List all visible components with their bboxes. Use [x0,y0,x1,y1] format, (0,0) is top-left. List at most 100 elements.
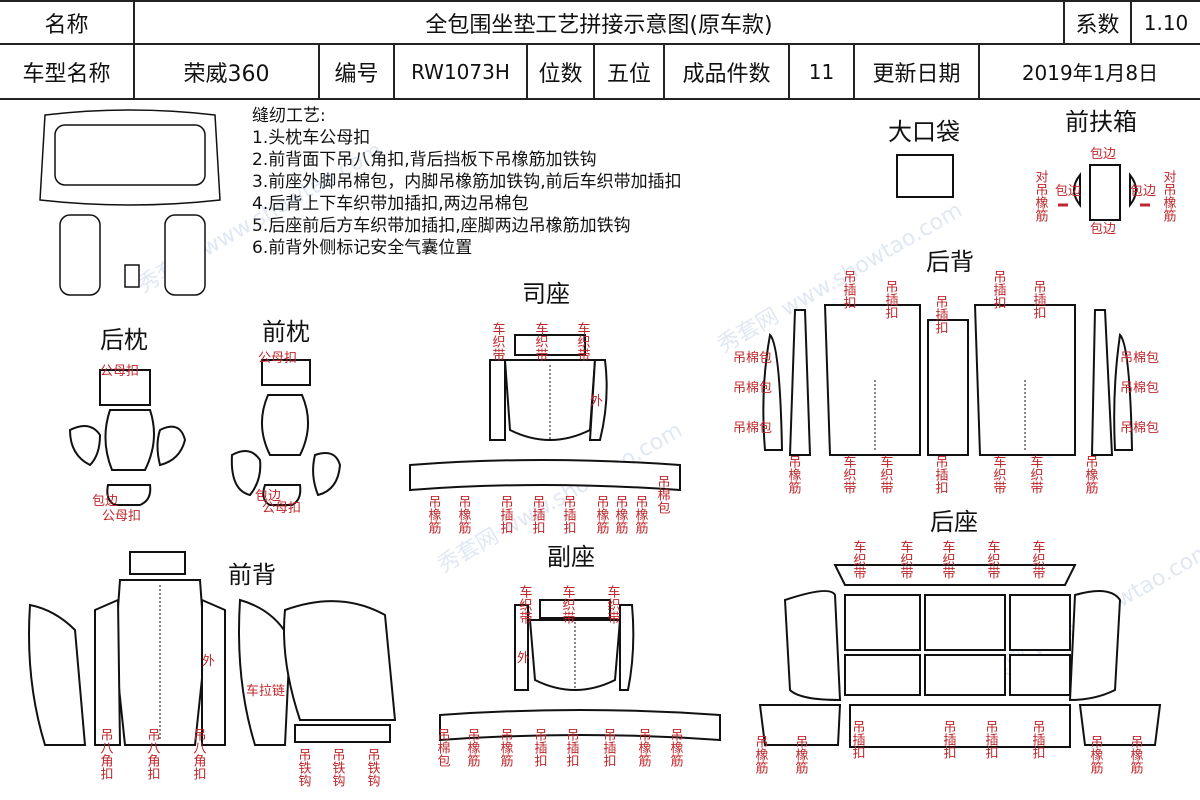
sewing-notes: 缝纫工艺: 1.头枕车公母扣 2.前背面下吊八角扣,背后挡板下吊橡筋加铁钩 3.… [252,105,682,259]
pattern-diagram: 后枕 前枕 司座 副座 前背 后背 后座 大口袋 前扶箱 包边 包边 包边 包边… [28,108,1177,787]
sewing-annotation: 吊棉包 [435,728,451,767]
pattern-piece [1068,590,1122,702]
sewing-annotation: 车织带 [1030,539,1046,579]
model-value: 荣威360 [135,45,320,98]
front-headrest-title: 前枕 [262,318,310,346]
sewing-annotation: 吊插扣 [530,495,546,534]
sewing-annotation: 吊橡筋 [1088,735,1104,774]
sewing-annotation: 吊橡筋 [786,455,802,494]
pattern-piece [312,452,342,497]
passenger-seat-title: 副座 [547,543,595,571]
date-value: 2019年1月8日 [1021,61,1159,85]
sewing-annotation: 车织带 [878,454,894,494]
rear-back-pieces: 吊插扣 吊插扣 吊插扣 吊插扣 吊插扣 吊棉包 吊棉包 吊棉包 吊棉包 吊棉包 … [733,270,1159,494]
pattern-piece [59,214,101,296]
front-headrest-pieces: 公母扣 包边 公母扣 [230,351,342,516]
pattern-piece [156,425,187,467]
passenger-seat-pieces: 车织带 车织带 车织带 外 吊棉包 吊橡筋 吊橡筋 吊插扣 吊插扣 吊插扣 吊橡… [435,584,721,767]
driver-seat-pieces: 车织带 车织带 车织带 外 吊橡筋 吊橡筋 吊插扣 吊插扣 吊插扣 吊橡筋 吊橡… [409,321,681,534]
sewing-annotation: 车织带 [841,454,857,494]
pattern-piece [823,304,921,456]
armrest-box-pieces: 包边 包边 包边 包边 对吊橡筋 对吊橡筋 [1033,147,1177,237]
sewing-annotation: 车织带 [560,584,576,624]
rear-headrest-title: 后枕 [100,326,148,354]
sewing-annotation: 车织带 [575,321,591,361]
date-label: 更新日期 [855,45,980,98]
sewing-annotation: 吊插扣 [601,728,617,767]
pattern-piece [539,599,611,619]
pattern-piece [762,332,784,451]
seat-overview [39,109,221,296]
header-row-2: 车型名称 荣威360 编号 RW1073H 位数 五位 成品件数 11 更新日期… [0,45,1200,100]
pattern-piece [94,598,122,746]
sewing-annotation: 吊橡筋 [636,728,652,767]
pattern-piece [514,604,529,691]
note-item: 4.后背上下车织带加插扣,两边吊棉包 [252,194,529,214]
sewing-annotation: 吊橡筋 [498,728,514,767]
pattern-piece [514,334,586,356]
pattern-piece [28,603,87,746]
sewing-annotation: 吊橡筋 [456,495,472,534]
pattern-piece [409,459,681,492]
pattern-piece [1129,172,1137,208]
note-item: 6.前背外侧标记安全气囊位置 [252,238,473,258]
sewing-annotation: 公母扣 [258,351,297,366]
pattern-piece [261,359,311,386]
sewing-annotation: 吊橡筋 [633,495,649,534]
sewing-annotation: 包边 [1090,222,1116,237]
sewing-annotation: 车织带 [898,539,914,579]
rear-seat-pieces: 车织带 车织带 车织带 车织带 车织带 吊橡筋 吊橡筋 吊插扣 吊插扣 吊插扣 … [753,539,1162,774]
sewing-annotation: 对吊橡筋 [1033,170,1049,222]
pattern-piece [927,319,969,456]
sewing-annotation: 吊插扣 [564,728,580,767]
sewing-annotation: 吊插扣 [850,720,866,759]
sewing-annotation: 车织带 [985,539,1001,579]
sewing-annotation: 吊棉包 [655,475,671,514]
sewing-annotation: 吊插扣 [561,495,577,534]
pattern-piece [106,484,152,506]
pieces-label: 成品件数 [665,45,790,98]
pattern-piece [439,709,721,742]
sewing-annotation: 车织带 [605,584,621,624]
pattern-piece [758,704,842,746]
note-item: 5.后座前后方车织带加插扣,座脚两边吊橡筋加铁钩 [252,216,631,236]
front-back-pieces: 外 车拉链 吊八角扣 吊八角扣 吊八角扣 吊铁钩 吊铁钩 吊铁钩 [28,551,397,787]
sewing-annotation: 吊铁钩 [365,748,381,787]
sewing-annotation: 吊插扣 [883,280,899,319]
pattern-piece [104,409,155,471]
sewing-annotation: 吊插扣 [1031,280,1047,319]
header-row-1: 名称 全包围坐垫工艺拼接示意图(原车款) 系数 1.10 [0,0,1200,45]
pattern-piece [201,598,226,746]
sewing-annotation: 吊橡筋 [426,495,442,534]
armrest-box-title: 前扶箱 [1065,108,1137,136]
code-value: RW1073H [395,45,528,98]
sewing-annotation: 包边 [255,489,281,504]
pattern-piece [129,551,186,575]
sewing-annotation: 吊插扣 [941,720,957,759]
pattern-piece [1078,704,1162,746]
coef-value: 1.10 [1143,10,1189,35]
code-label: 编号 [320,45,395,98]
pattern-piece [99,369,151,406]
pattern-piece [833,564,1077,586]
sewing-annotation: 公母扣 [262,501,301,516]
notes-title: 缝纫工艺: [252,106,326,126]
pattern-piece [238,598,292,746]
driver-seat-title: 司座 [522,280,570,308]
seats-value: 五位 [595,45,665,98]
sewing-annotation: 吊橡筋 [753,735,769,774]
big-pocket-title: 大口袋 [888,118,960,146]
sewing-annotation: 吊八角扣 [191,728,207,780]
pattern-piece [1089,164,1121,221]
sewing-annotation: 吊插扣 [983,720,999,759]
pattern-piece [503,359,597,441]
note-item: 1.头枕车公母扣 [252,128,371,148]
pattern-piece [262,484,302,506]
pattern-piece [844,594,921,651]
sewing-annotation: 吊八角扣 [145,728,161,780]
pattern-piece [164,214,206,296]
sewing-annotation: 吊棉包 [1120,381,1159,396]
sewing-annotation: 吊橡筋 [465,728,481,767]
sewing-annotation: 车织带 [851,539,867,579]
sewing-annotation: 吊插扣 [532,728,548,767]
